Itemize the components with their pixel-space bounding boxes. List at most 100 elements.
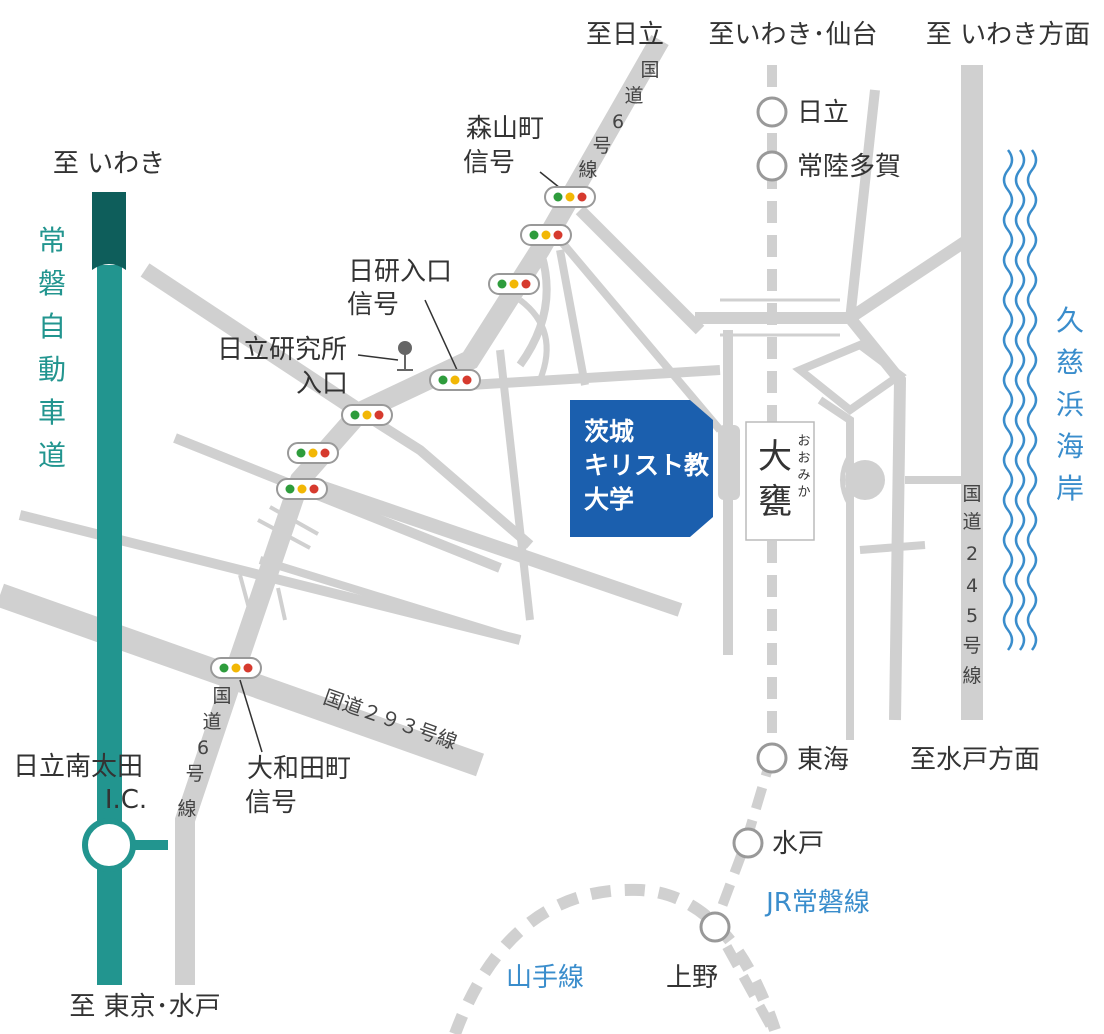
expressway-char: 自 [38,310,66,343]
road-vert-580 [556,249,589,386]
route245-label: 国 道 2 4 5 号 線 [962,483,981,687]
interchange-icon [82,818,136,872]
expressway-char: 車 [38,396,66,429]
road-right-diag [845,314,907,721]
traffic-signals [210,186,596,679]
road-east-to-station [469,365,721,390]
route6-bottom-char: 道 [202,711,221,733]
route245-char: 2 [966,543,978,565]
route6-top-label: 国 道 6 号 線 [578,59,659,181]
omika-station-char2: 甕 [758,482,792,522]
station-markers [699,96,788,943]
direction-to-tokyo-mito: 至 東京･水戸 [69,992,220,1022]
omika-station-box [745,421,815,541]
route6-bottom-label: 国 道 6 号 線 [177,685,231,820]
road-network [0,35,983,985]
traffic-signal-icon [341,404,393,426]
direction-to-iwaki-left: 至 いわき [53,149,165,179]
roundabout-ring [840,453,853,507]
traffic-signal-icon [287,442,339,464]
station-tokai-label: 東海 [797,745,849,775]
traffic-signal-icon [488,273,540,295]
landmark-entrance: 入口 [296,369,348,399]
route6-top-char: 号 [592,135,611,157]
direction-to-iwaki-area: 至 いわき方面 [926,20,1090,50]
route6-bottom-char: 6 [197,737,209,759]
station-ueno-label: 上野 [666,963,718,993]
road-vertical-center [496,349,534,621]
interchange-ramp [133,840,168,850]
signal-owada-name: 大和田町 [247,754,351,784]
signal-nikken-label: 信号 [347,290,399,320]
route6-bottom-char: 号 [185,763,204,785]
station-mito-icon [732,827,764,859]
traffic-signal-icon [276,478,328,500]
signal-moriyama-name: 森山町 [466,114,544,144]
signal-moriyama-label: 信号 [463,148,515,178]
traffic-signal-icon [210,657,262,679]
station-hitachitaga-icon [756,150,788,182]
station-ueno-icon [699,911,731,943]
signal-leaders [239,171,561,753]
sea-waves [1002,149,1038,651]
road-ne [575,205,705,335]
bridge-mark-1 [257,505,319,550]
expressway-tunnel [92,192,126,270]
traffic-signal-icon [429,369,481,391]
station-hitachitaga-label: 常陸多賀 [797,152,901,182]
campus-name: 茨城 キリスト教 大学 [584,417,710,514]
sea-char: 久 [1056,304,1084,337]
route6-bottom-char: 線 [177,798,196,820]
route245-char: 線 [962,665,981,687]
sea-char: 慈 [1056,346,1084,379]
road-left-upper [140,263,365,419]
road-curve [516,248,551,368]
bridge-mark-2 [238,574,287,621]
interchange-name: 日立南太田 [13,752,143,782]
direction-to-hitachi: 至日立 [586,20,664,50]
expressway-name: 常 磐 自 動 車 道 [38,224,66,472]
road-loop [792,340,907,415]
station-mito-label: 水戸 [772,829,824,859]
roundabout [845,460,885,500]
direction-to-mito-area: 至水戸方面 [910,745,1040,775]
route245-char: 道 [962,511,981,533]
omika-reading-char: お [797,434,810,449]
landmark-pin-icon [357,341,413,371]
route6-bottom-char: 国 [212,685,231,707]
route245-char: 国 [962,483,981,505]
road-center-diag [297,473,683,617]
signal-nikken-name: 日研入口 [348,257,452,287]
signal-owada-label: 信号 [245,788,297,818]
campus-name-line3: 大学 [584,485,634,514]
route6-top-char: 線 [578,159,597,181]
route245-char: 4 [966,575,978,597]
route6-top-char: 道 [624,85,643,107]
station-hitachi-label: 日立 [797,98,849,128]
bridge-mark-3 [720,298,840,337]
road-south-h [859,541,926,554]
omika-platform [718,425,740,500]
route245-char: 号 [962,635,981,657]
omika-station-char1: 大 [758,437,792,477]
road-arc [518,297,550,382]
sea-char: 海 [1056,430,1084,463]
jr-joban-line-south [709,753,780,1034]
jr-joban-line-label: JR常磐線 [764,888,870,918]
route245-char: 5 [966,605,978,627]
omika-reading: お お み か [797,434,810,500]
station-tokai-icon [756,742,788,774]
omika-reading-char: お [797,451,810,466]
direction-to-iwaki-sendai: 至いわき･仙台 [708,20,877,50]
omika-reading-char: み [797,468,810,483]
route6-top-char: 国 [640,59,659,81]
omika-reading-char: か [797,485,810,500]
expressway-char: 磐 [38,267,66,300]
campus-badge [570,400,713,537]
map-labels: 至日立 至いわき･仙台 至 いわき方面 至 いわき 至 東京･水戸 至水戸方面 … [13,20,1090,1022]
road-horizontal-station [695,230,979,324]
road-left-mid [173,433,502,573]
traffic-signal-icon [520,224,572,246]
sea-char: 岸 [1056,472,1084,505]
